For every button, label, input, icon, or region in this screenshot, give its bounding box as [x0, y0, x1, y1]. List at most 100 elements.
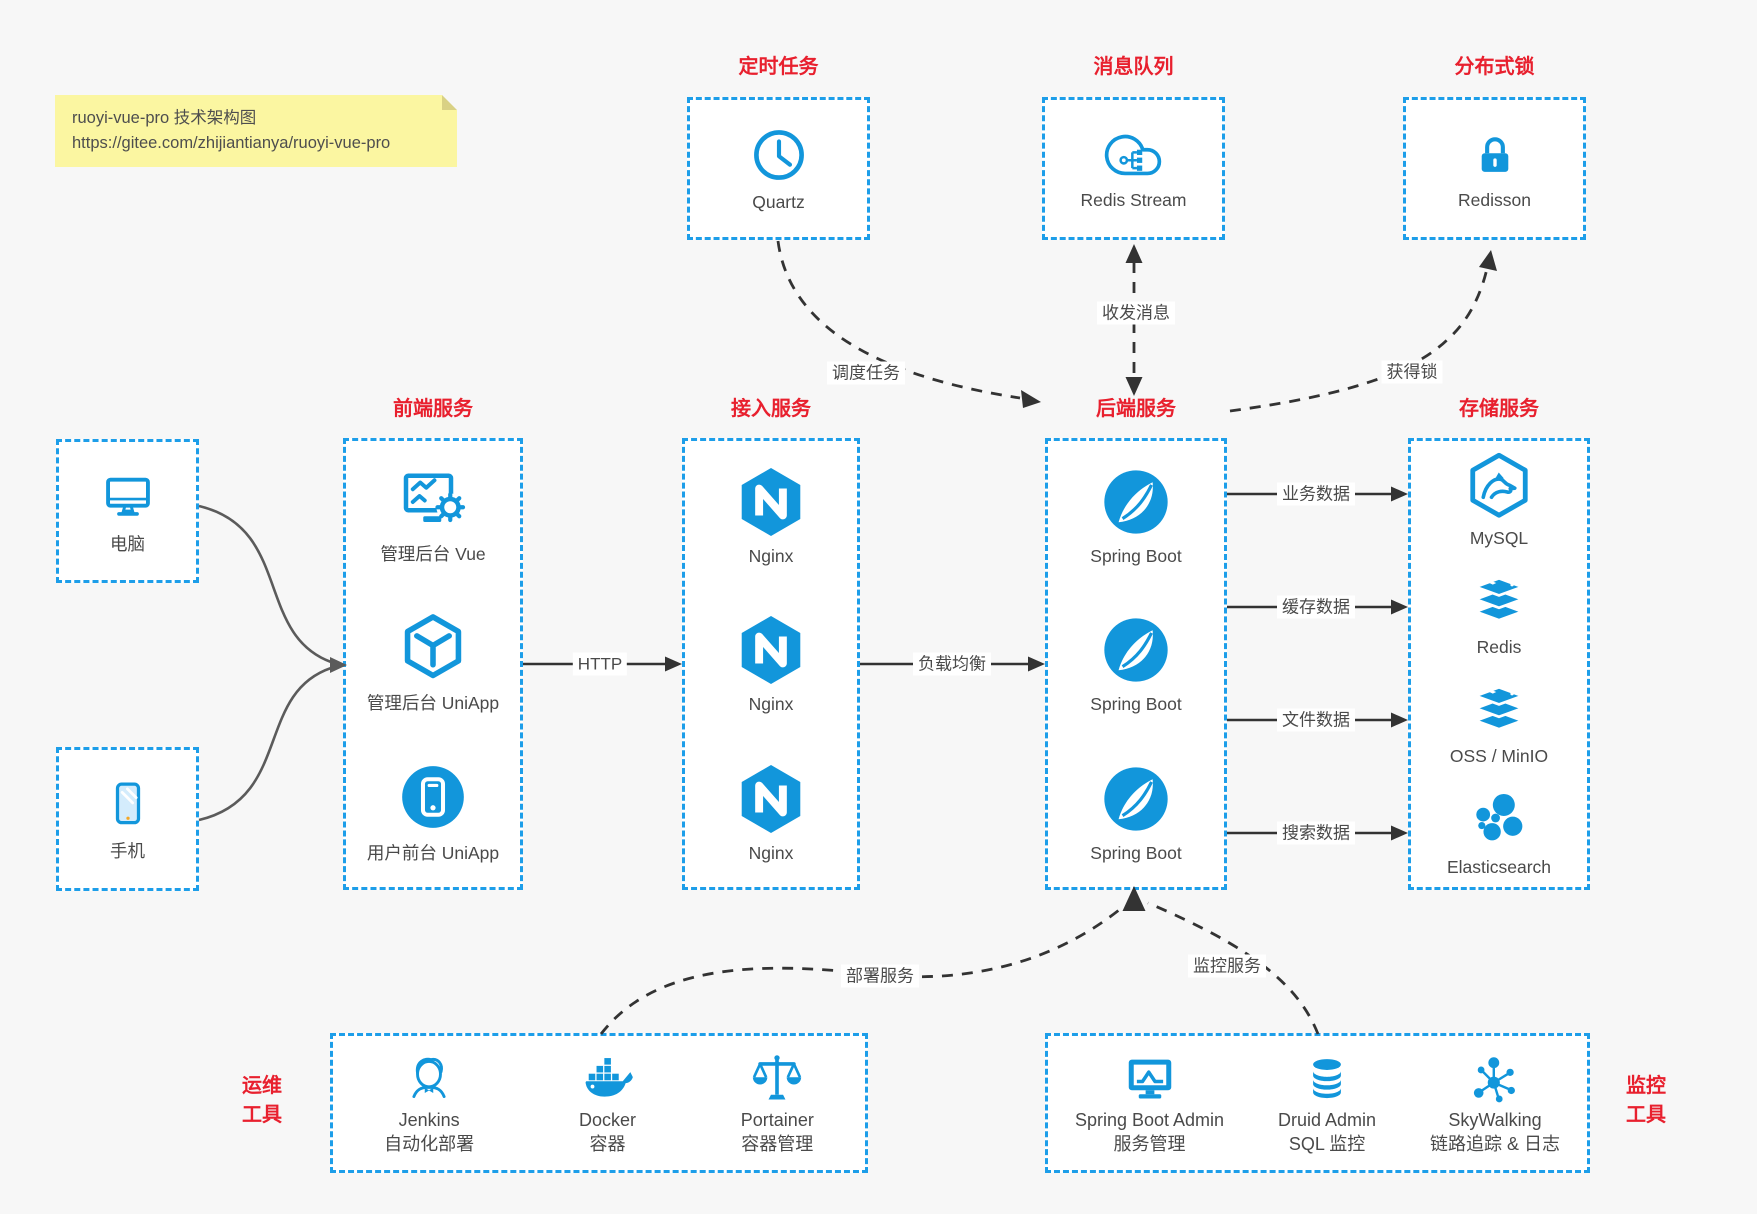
title-storage: 存储服务 — [1459, 398, 1539, 420]
monitor-chart-icon — [1120, 1050, 1180, 1108]
node-sublabel: 容器管理 — [741, 1134, 814, 1154]
desktop-icon — [99, 467, 157, 525]
panel-redis-stream: Redis Stream — [1042, 97, 1225, 240]
edge-label-search-data: 搜索数据 — [1277, 821, 1355, 845]
title-frontend: 前端服务 — [393, 398, 473, 420]
node-oss-minio: OSS / MinIO — [1450, 676, 1548, 767]
panel-mobile-client: 手机 — [56, 747, 199, 891]
jenkins-icon — [400, 1050, 458, 1108]
node-springboot-3: Spring Boot — [1090, 761, 1182, 864]
node-user-uniapp: 用户前台 UniApp — [367, 760, 499, 865]
oss-stack-icon — [1466, 676, 1532, 740]
node-elasticsearch: Elasticsearch — [1447, 785, 1551, 878]
node-label: Portainer — [740, 1110, 814, 1130]
panel-redisson: Redisson — [1403, 97, 1586, 240]
node-portainer: Portainer 容器管理 — [741, 1050, 814, 1156]
node-label: Redisson — [1458, 190, 1531, 210]
monitoring-title-line2: 工具 — [1626, 1104, 1666, 1126]
node-label: Jenkins — [398, 1110, 460, 1130]
node-admin-vue: 管理后台 Vue — [380, 463, 486, 566]
node-label: 管理后台 Vue — [380, 544, 486, 565]
node-admin-uniapp: 管理后台 UniApp — [367, 610, 499, 715]
ops-title-line1: 运维 — [242, 1075, 282, 1097]
nginx-icon — [733, 761, 809, 837]
node-label: Spring Boot — [1090, 843, 1182, 864]
node-redis: Redis — [1466, 567, 1532, 658]
edge-label-load-balance: 负载均衡 — [913, 652, 991, 676]
node-skywalking: SkyWalking 链路追踪 & 日志 — [1430, 1050, 1560, 1156]
edge-label-cache-data: 缓存数据 — [1277, 595, 1355, 619]
node-nginx-2: Nginx — [733, 612, 809, 715]
admin-screen-gear-icon — [397, 463, 469, 535]
spring-boot-icon — [1098, 612, 1174, 688]
solid-arrowheads — [665, 486, 1408, 841]
edge-label-deploy: 部署服务 — [841, 964, 919, 988]
node-springboot-admin: Spring Boot Admin 服务管理 — [1075, 1050, 1224, 1156]
panel-backend: Spring Boot Spring Boot Spring Boot — [1045, 438, 1227, 890]
panel-frontend: 管理后台 Vue 管理后台 UniApp 用户前台 UniApp — [343, 438, 523, 890]
node-label: 用户前台 UniApp — [366, 842, 500, 863]
title-monitoring-tools: 监控 工具 — [1598, 1072, 1694, 1130]
node-label: OSS / MinIO — [1449, 746, 1549, 766]
node-sublabel: 自动化部署 — [384, 1134, 475, 1154]
node-nginx-1: Nginx — [733, 464, 809, 567]
node-label: 电脑 — [110, 533, 145, 554]
node-redis-stream: Redis Stream — [1080, 126, 1187, 211]
title-backend: 后端服务 — [1096, 398, 1176, 420]
smartphone-icon — [100, 776, 156, 832]
node-mysql: MySQL — [1463, 450, 1535, 549]
node-druid-admin: Druid Admin SQL 监控 — [1278, 1050, 1376, 1156]
ops-title-line2: 工具 — [242, 1104, 282, 1126]
edge-label-schedule: 调度任务 — [827, 361, 905, 385]
edge-label-messages: 收发消息 — [1097, 301, 1175, 325]
node-springboot-2: Spring Boot — [1090, 612, 1182, 715]
title-distributed-lock: 分布式锁 — [1454, 56, 1535, 78]
node-quartz: Quartz — [748, 124, 810, 213]
cloud-network-icon — [1101, 126, 1165, 184]
redis-stack-icon — [1466, 567, 1532, 631]
note-fold-corner — [442, 95, 457, 110]
node-label: SkyWalking — [1448, 1110, 1542, 1130]
node-sublabel: 容器 — [589, 1134, 626, 1154]
node-phone: 手机 — [100, 776, 156, 863]
elasticsearch-icon — [1466, 785, 1532, 851]
nginx-icon — [733, 612, 809, 688]
padlock-icon — [1466, 126, 1524, 184]
panel-ops-tools: Jenkins 自动化部署 — [330, 1033, 868, 1173]
note-url: https://gitee.com/zhijiantianya/ruoyi-vu… — [72, 134, 391, 152]
spring-boot-icon — [1098, 464, 1174, 540]
node-sublabel: 链路追踪 & 日志 — [1429, 1134, 1560, 1154]
node-pc: 电脑 — [99, 467, 157, 556]
node-jenkins: Jenkins 自动化部署 — [384, 1050, 474, 1156]
panel-quartz: Quartz — [687, 97, 870, 240]
node-nginx-3: Nginx — [733, 761, 809, 864]
mobile-circle-icon — [396, 760, 470, 834]
monitoring-title-line1: 监控 — [1626, 1075, 1666, 1097]
title-scheduled-tasks: 定时任务 — [738, 56, 819, 78]
node-label: Spring Boot — [1090, 545, 1182, 566]
node-label: Nginx — [748, 694, 794, 715]
node-label: Spring Boot — [1090, 694, 1182, 715]
client-arrowhead — [330, 657, 347, 673]
panel-pc-client: 电脑 — [56, 439, 199, 583]
topology-icon — [1466, 1050, 1524, 1108]
node-label: Spring Boot Admin — [1074, 1110, 1225, 1130]
title-ops-tools: 运维 工具 — [214, 1072, 310, 1130]
edge-label-http: HTTP — [572, 652, 628, 676]
node-label: Redis — [1476, 637, 1522, 657]
client-curves — [198, 504, 332, 822]
title-message-queue: 消息队列 — [1093, 56, 1174, 78]
node-label: Nginx — [748, 843, 794, 864]
sticky-note: ruoyi-vue-pro 技术架构图 https://gitee.com/zh… — [55, 95, 457, 167]
spring-boot-icon — [1098, 761, 1174, 837]
panel-monitoring-tools: Spring Boot Admin 服务管理 Druid Admin SQL 监… — [1045, 1033, 1590, 1173]
database-icon — [1298, 1050, 1356, 1108]
clock-icon — [748, 124, 810, 186]
edge-label-monitor: 监控服务 — [1188, 954, 1266, 978]
note-title: ruoyi-vue-pro 技术架构图 — [72, 109, 257, 127]
dashed-arrowheads — [1021, 244, 1497, 911]
nginx-icon — [733, 464, 809, 540]
node-redisson: Redisson — [1458, 126, 1531, 211]
